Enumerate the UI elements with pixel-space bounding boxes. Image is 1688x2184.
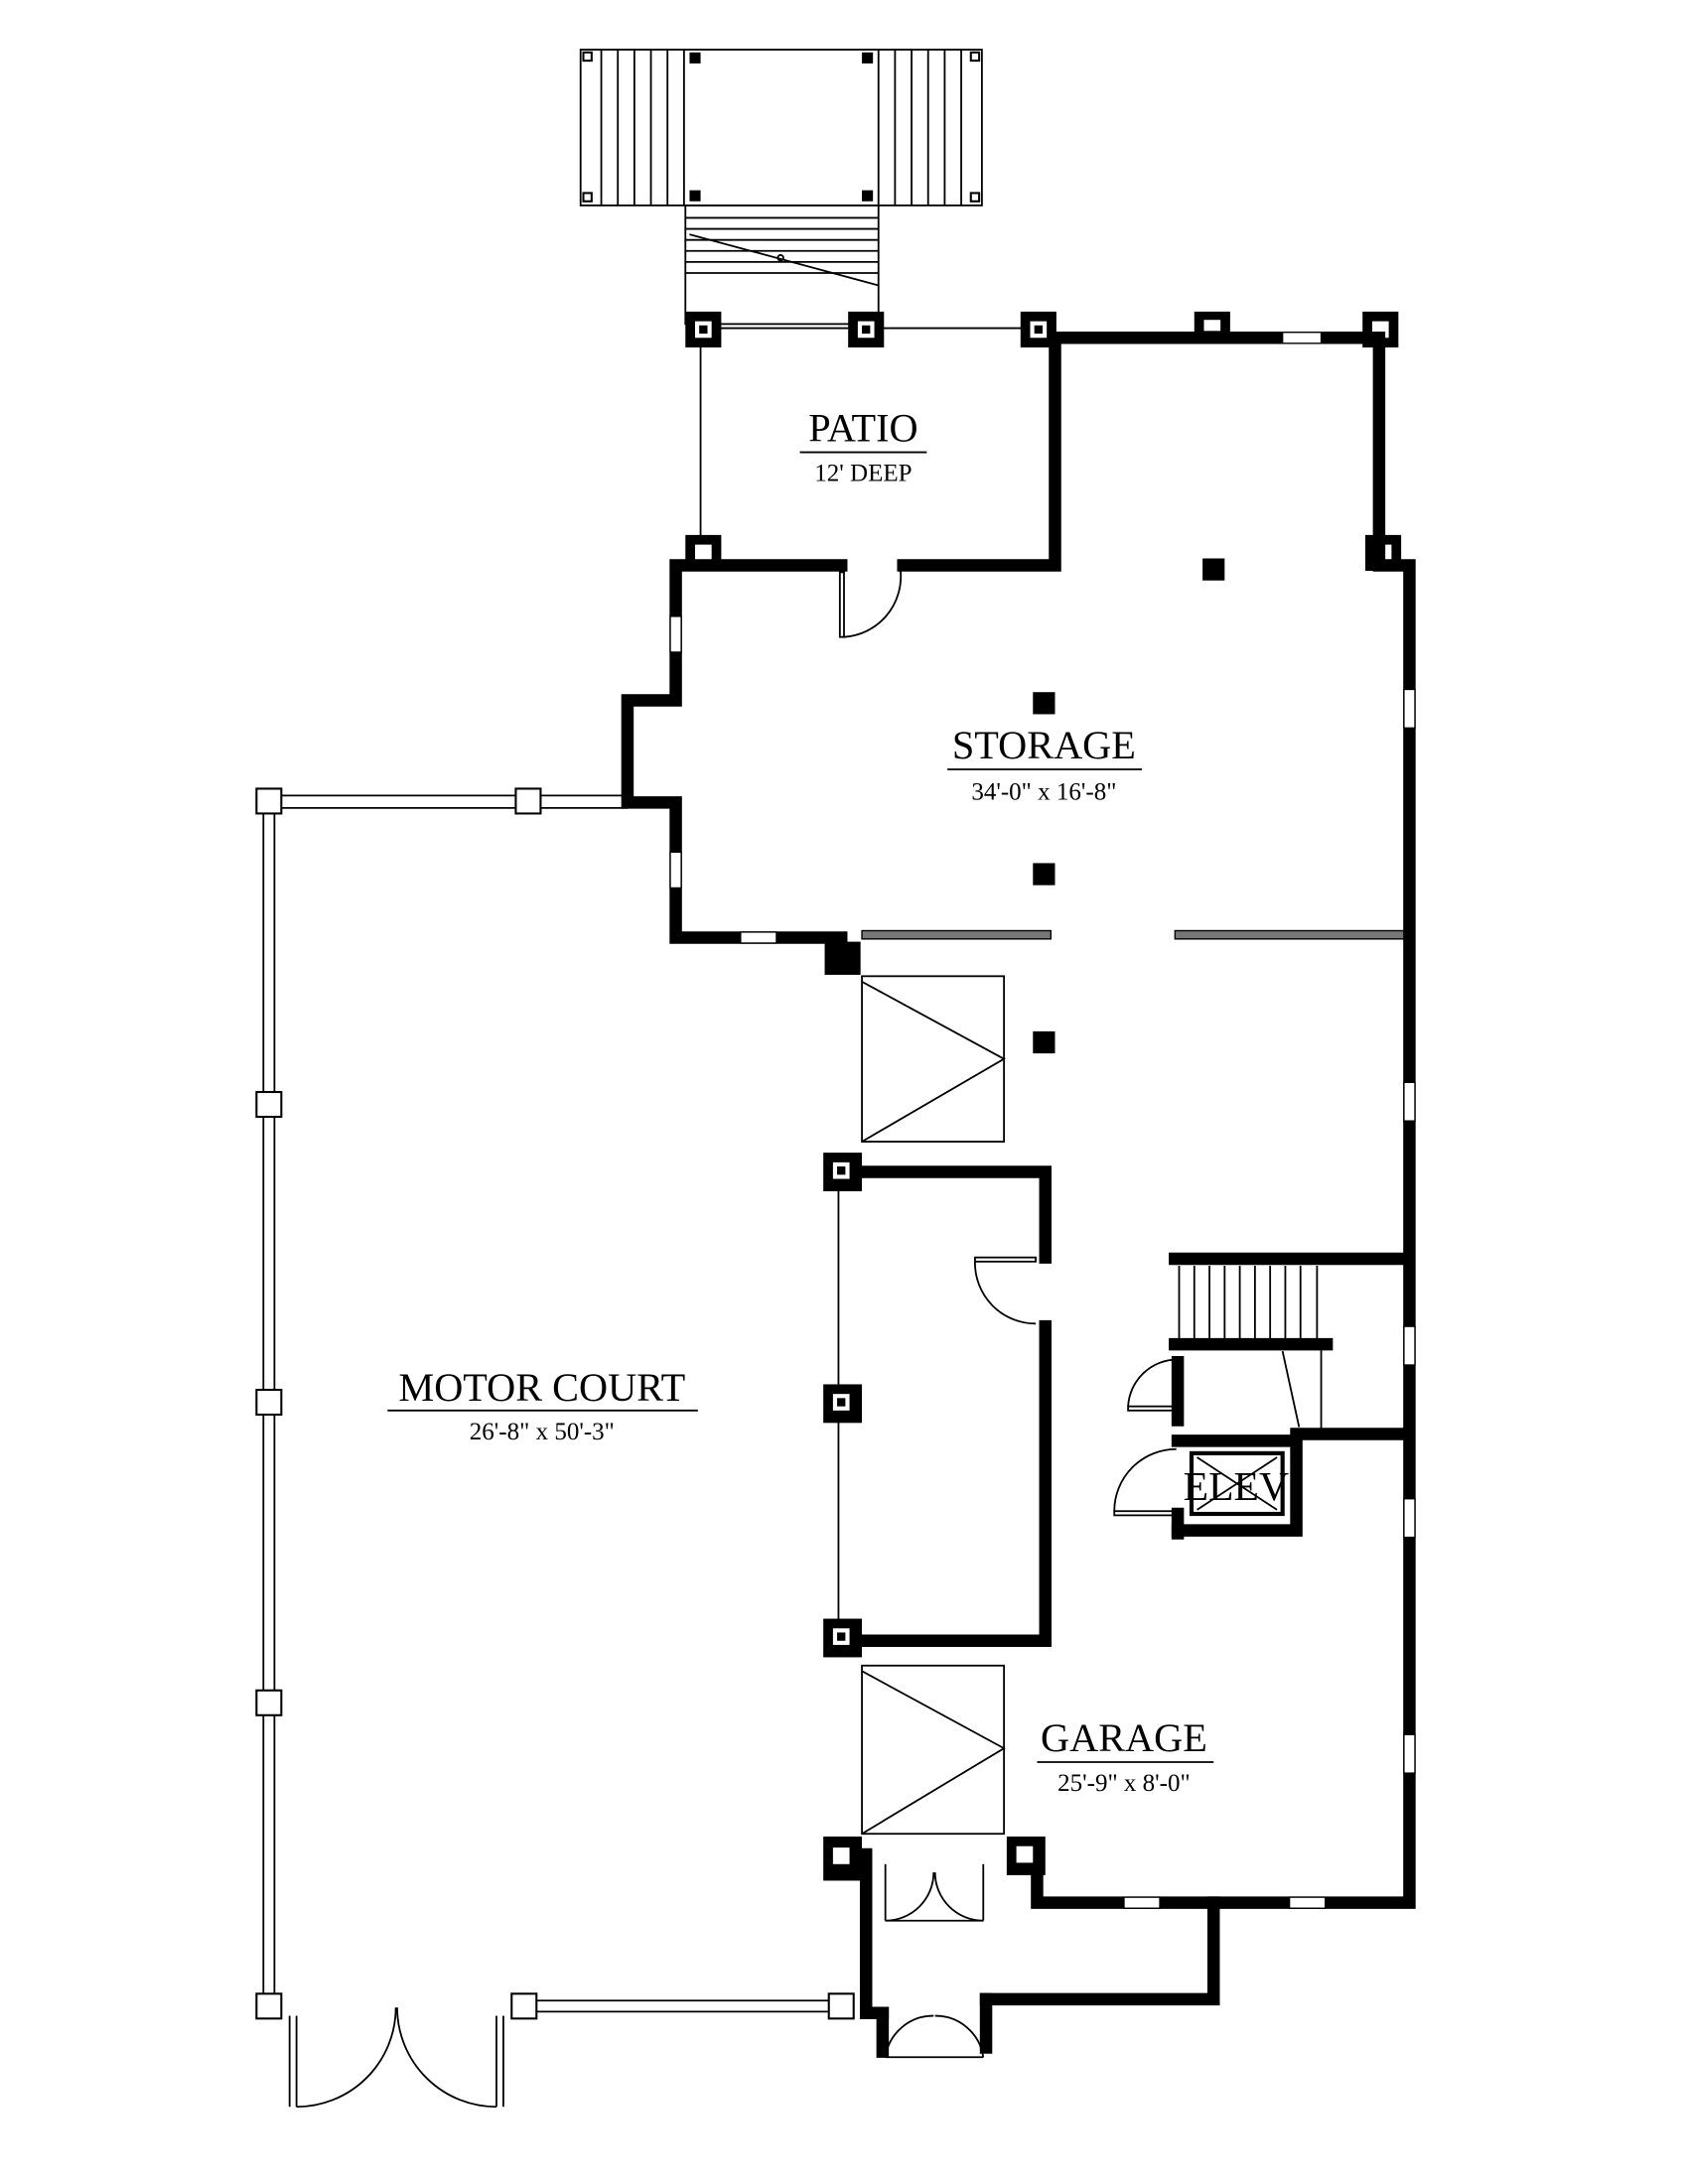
storage-name: STORAGE bbox=[952, 723, 1136, 767]
garage-label: GARAGE 25'-9" x 8'-0" bbox=[1037, 1715, 1214, 1797]
patio-steps bbox=[684, 205, 880, 326]
elevator-door[interactable] bbox=[1113, 1447, 1178, 1517]
staircase bbox=[1169, 1252, 1411, 1440]
patio-dimension: 12' DEEP bbox=[814, 461, 912, 487]
inner-room bbox=[823, 1153, 1053, 1658]
motor-court-fence bbox=[255, 787, 855, 2020]
patio-label: PATIO 12' DEEP bbox=[799, 405, 927, 487]
garage-door-lower[interactable] bbox=[823, 1664, 1046, 1881]
storage-dimension: 34'-0" x 16'-8" bbox=[971, 779, 1116, 806]
storage-label: STORAGE 34'-0" x 16'-8" bbox=[947, 723, 1142, 806]
motor-court-gate[interactable] bbox=[288, 2007, 504, 2109]
garage-name: GARAGE bbox=[1041, 1715, 1207, 1760]
elevator: ELEV bbox=[1171, 1434, 1303, 1540]
stair-closet-door[interactable] bbox=[1127, 1355, 1185, 1427]
entry-double-door[interactable] bbox=[884, 2014, 985, 2059]
patio-columns bbox=[685, 311, 1402, 571]
vestibule-double-door[interactable] bbox=[884, 1863, 985, 1922]
garage-door-upper[interactable] bbox=[824, 941, 1006, 1143]
pergola bbox=[579, 49, 983, 206]
storage-partitions bbox=[861, 929, 1405, 940]
motor-court-dimension: 26'-8" x 50'-3" bbox=[470, 1419, 615, 1445]
inner-room-door[interactable] bbox=[974, 1256, 1037, 1325]
exterior-walls bbox=[621, 332, 1416, 2058]
storage-columns bbox=[1033, 558, 1225, 1054]
patio-door[interactable] bbox=[838, 570, 903, 638]
motor-court-label: MOTOR COURT 26'-8" x 50'-3" bbox=[387, 1365, 698, 1445]
motor-court-name: MOTOR COURT bbox=[398, 1365, 685, 1410]
patio-name: PATIO bbox=[808, 405, 917, 450]
garage-dimension: 25'-9" x 8'-0" bbox=[1057, 1770, 1191, 1797]
elevator-label: ELEV bbox=[1184, 1464, 1289, 1510]
